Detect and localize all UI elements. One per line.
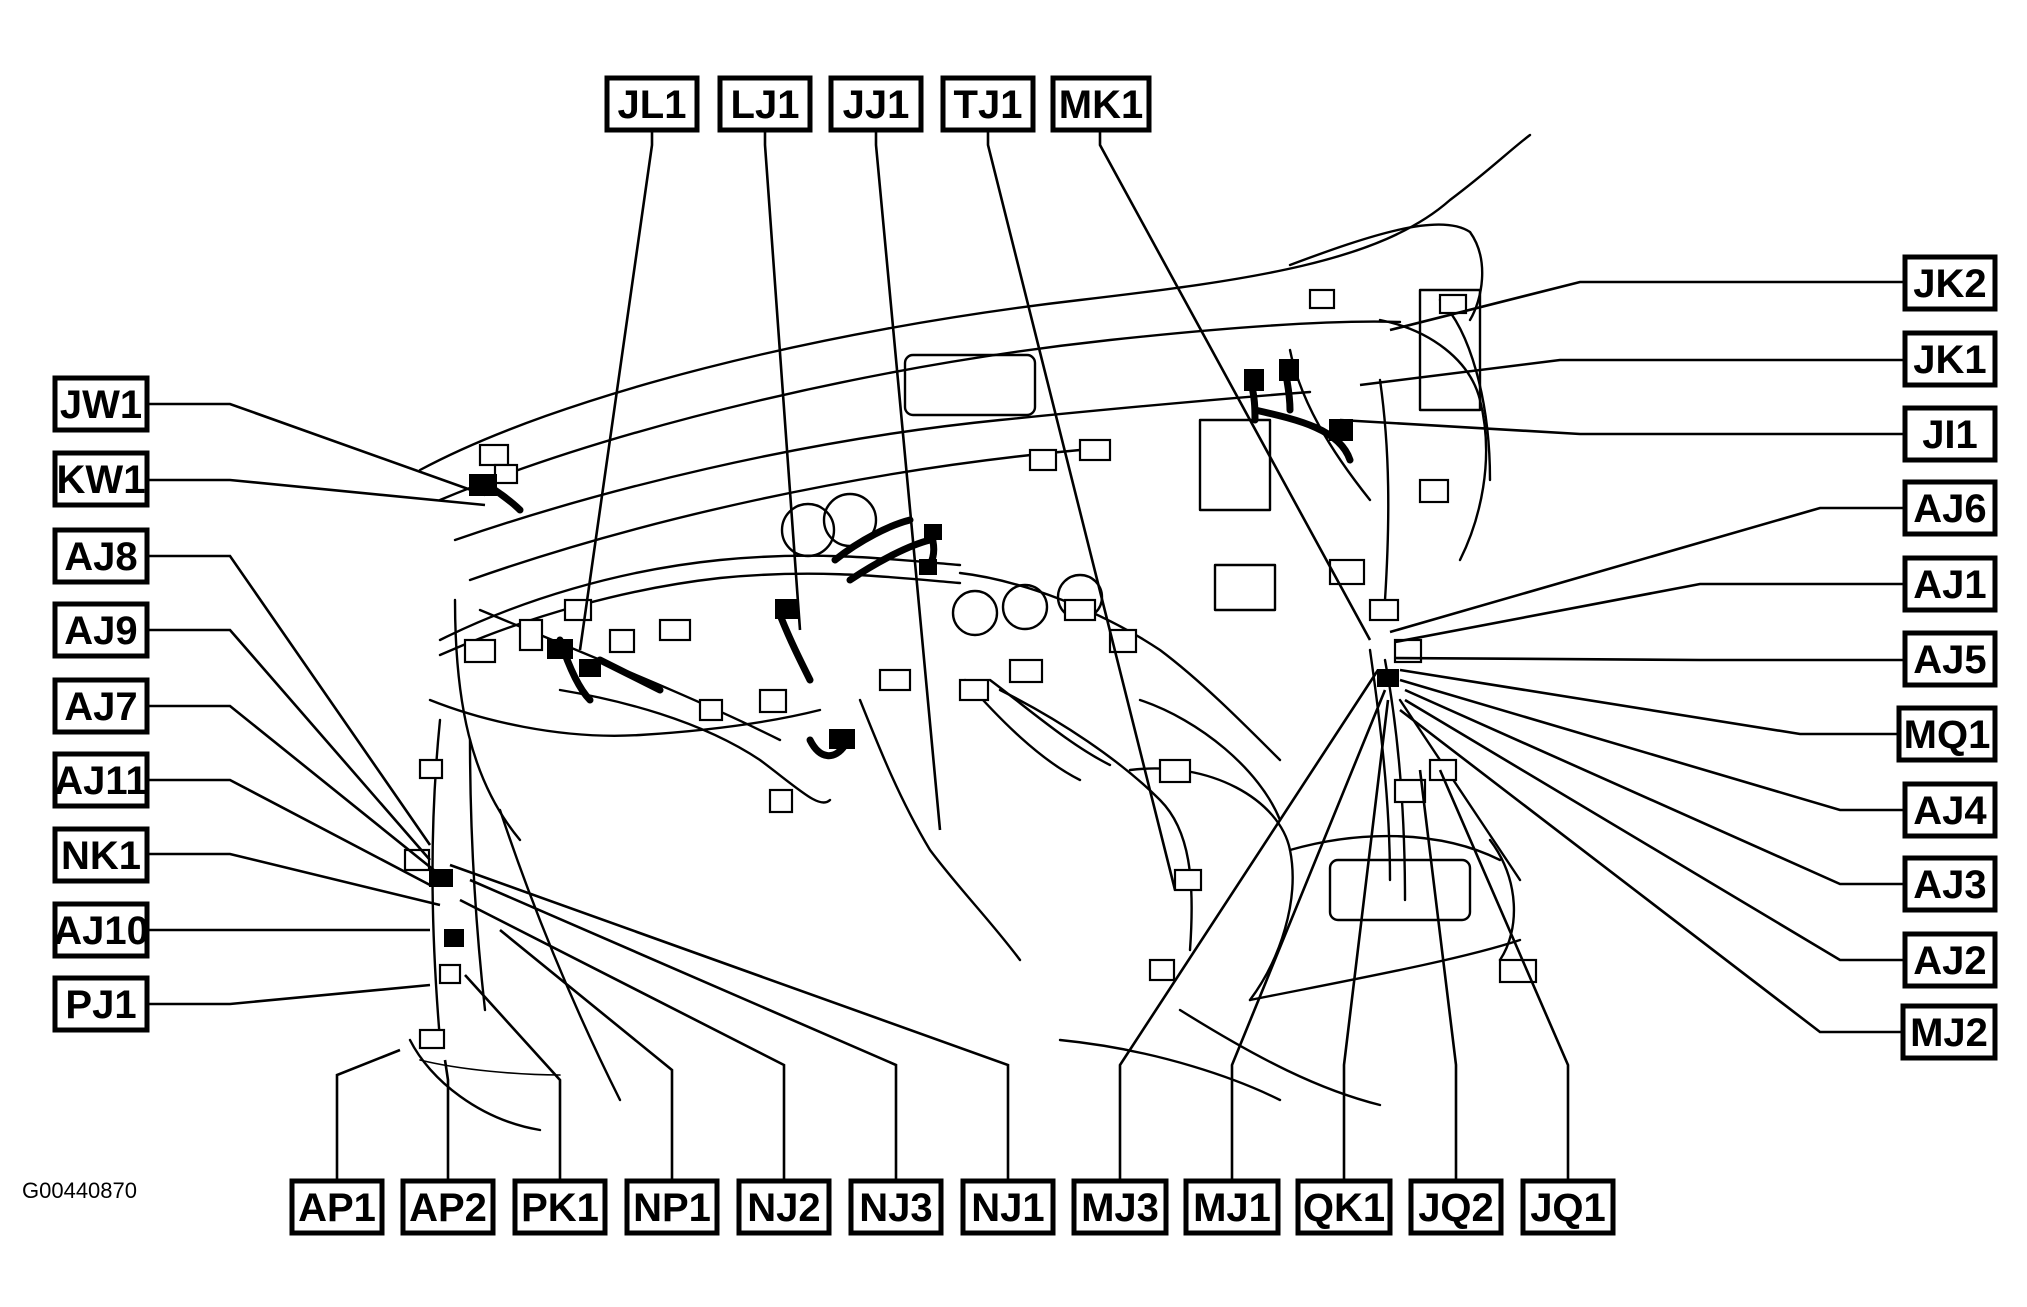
label-text: KW1: [57, 458, 146, 502]
label-text: NK1: [61, 834, 141, 878]
label-JL1: JL1: [604, 75, 700, 133]
label-AJ7: AJ7: [52, 677, 150, 735]
label-text: JJ1: [843, 83, 910, 127]
label-text: MJ3: [1081, 1186, 1159, 1230]
label-text: AJ7: [64, 685, 137, 729]
label-NJ2: NJ2: [736, 1178, 832, 1236]
label-text: AJ3: [1913, 863, 1986, 907]
label-MJ2: MJ2: [1900, 1003, 1998, 1061]
label-text: JL1: [618, 83, 687, 127]
label-text: AP1: [298, 1186, 376, 1230]
label-text: TJ1: [954, 83, 1023, 127]
label-text: AJ8: [64, 535, 137, 579]
label-NP1: NP1: [624, 1178, 720, 1236]
label-text: LJ1: [731, 83, 800, 127]
label-text: PK1: [521, 1186, 599, 1230]
label-text: NJ2: [747, 1186, 820, 1230]
label-MQ1: MQ1: [1896, 705, 1998, 763]
label-text: AJ1: [1913, 563, 1986, 607]
label-text: AJ4: [1913, 789, 1987, 833]
label-AJ4: AJ4: [1902, 781, 1998, 839]
figure-id: G00440870: [22, 1178, 137, 1203]
label-JK1: JK1: [1902, 330, 1998, 388]
label-NJ1: NJ1: [960, 1178, 1056, 1236]
label-AJ3: AJ3: [1902, 855, 1998, 913]
label-text: MJ2: [1910, 1011, 1988, 1055]
label-QK1: QK1: [1295, 1178, 1393, 1236]
label-text: AJ10: [53, 909, 149, 953]
label-text: NJ1: [971, 1186, 1044, 1230]
label-NK1: NK1: [52, 826, 150, 884]
label-MJ1: MJ1: [1183, 1178, 1281, 1236]
label-JJ1: JJ1: [828, 75, 924, 133]
label-JI1: JI1: [1902, 405, 1998, 463]
label-text: AP2: [409, 1186, 487, 1230]
label-text: QK1: [1303, 1186, 1385, 1230]
label-text: JK2: [1913, 262, 1986, 306]
label-AJ1: AJ1: [1902, 555, 1998, 613]
label-text: MJ1: [1193, 1186, 1271, 1230]
label-MK1: MK1: [1050, 75, 1152, 133]
label-AJ9: AJ9: [52, 601, 150, 659]
label-AJ2: AJ2: [1902, 931, 1998, 989]
label-AJ6: AJ6: [1902, 479, 1998, 537]
label-text: AJ2: [1913, 939, 1986, 983]
label-text: JW1: [60, 383, 142, 427]
label-text: JQ1: [1530, 1186, 1606, 1230]
label-AJ8: AJ8: [52, 527, 150, 585]
label-LJ1: LJ1: [717, 75, 813, 133]
label-AP1: AP1: [289, 1178, 385, 1236]
label-JK2: JK2: [1902, 254, 1998, 312]
label-text: JK1: [1913, 338, 1986, 382]
leader-lines: [148, 125, 1905, 1190]
label-PK1: PK1: [512, 1178, 608, 1236]
label-JW1: JW1: [52, 375, 150, 433]
label-KW1: KW1: [52, 450, 150, 508]
label-text: MQ1: [1904, 713, 1991, 757]
dashboard-outline: [408, 133, 1532, 1132]
label-TJ1: TJ1: [940, 75, 1036, 133]
label-AJ11: AJ11: [52, 751, 150, 809]
label-text: NP1: [633, 1186, 711, 1230]
label-JQ1: JQ1: [1520, 1178, 1616, 1236]
harness-bundles: [403, 288, 1538, 1076]
label-text: MK1: [1059, 83, 1143, 127]
label-text: JI1: [1922, 413, 1978, 457]
label-JQ2: JQ2: [1408, 1178, 1504, 1236]
label-text: JQ2: [1418, 1186, 1494, 1230]
label-text: AJ6: [1913, 487, 1986, 531]
label-text: PJ1: [65, 983, 136, 1027]
label-NJ3: NJ3: [848, 1178, 944, 1236]
label-PJ1: PJ1: [52, 975, 150, 1033]
label-text: AJ9: [64, 609, 137, 653]
label-AJ5: AJ5: [1902, 630, 1998, 688]
label-text: NJ3: [859, 1186, 932, 1230]
label-AJ10: AJ10: [52, 901, 150, 959]
label-MJ3: MJ3: [1071, 1178, 1169, 1236]
label-text: AJ11: [54, 759, 147, 803]
label-text: AJ5: [1913, 638, 1986, 682]
label-AP2: AP2: [400, 1178, 496, 1236]
